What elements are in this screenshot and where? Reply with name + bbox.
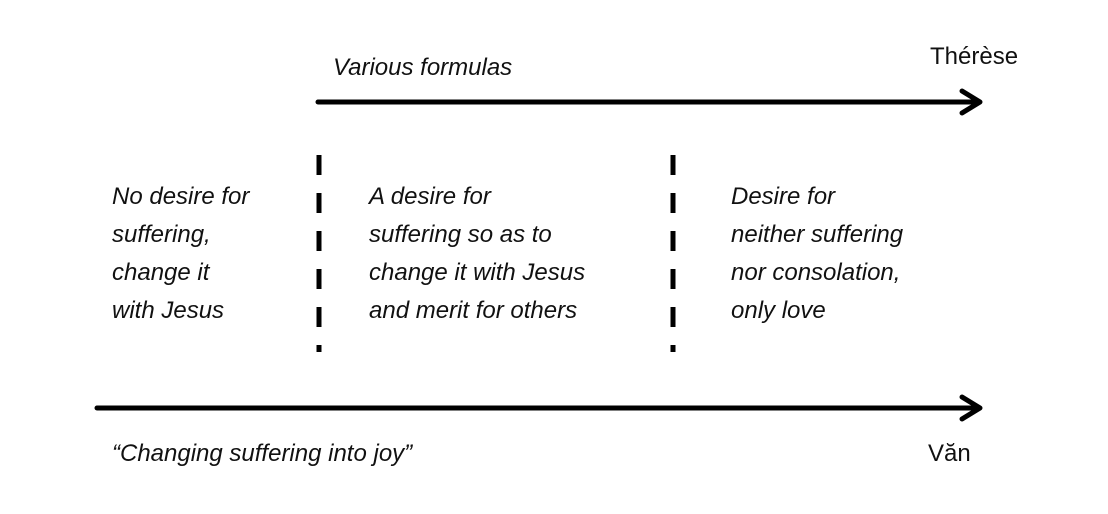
stage-1-line: suffering, <box>112 221 211 248</box>
stage-3: Desire for neither suffering nor consola… <box>731 178 903 330</box>
stage-3-line: neither suffering <box>731 221 904 248</box>
stage-1-line: change it <box>112 259 210 286</box>
bottom-arrow <box>94 394 983 422</box>
stage-2: A desire for suffering so as to change i… <box>369 178 585 330</box>
stage-3-line: Desire for <box>731 183 836 210</box>
stage-1-line: with Jesus <box>112 297 225 324</box>
stage-2-line: change it with Jesus <box>369 259 586 286</box>
top-axis-label: Various formulas <box>333 54 513 81</box>
bottom-axis-end-label: Văn <box>928 440 971 467</box>
stage-1: No desire for suffering, change it with … <box>112 178 249 330</box>
top-arrow <box>315 88 983 116</box>
stage-3-line: nor consolation, <box>731 259 901 286</box>
stage-1-line: No desire for <box>112 183 250 210</box>
top-axis-end-label: Thérèse <box>930 43 1019 70</box>
stage-2-line: suffering so as to <box>369 221 552 248</box>
stage-2-line: and merit for others <box>369 297 578 324</box>
bottom-axis-label: “Changing suffering into joy” <box>112 440 413 467</box>
stage-3-line: only love <box>731 297 826 324</box>
stage-2-line: A desire for <box>369 183 491 210</box>
